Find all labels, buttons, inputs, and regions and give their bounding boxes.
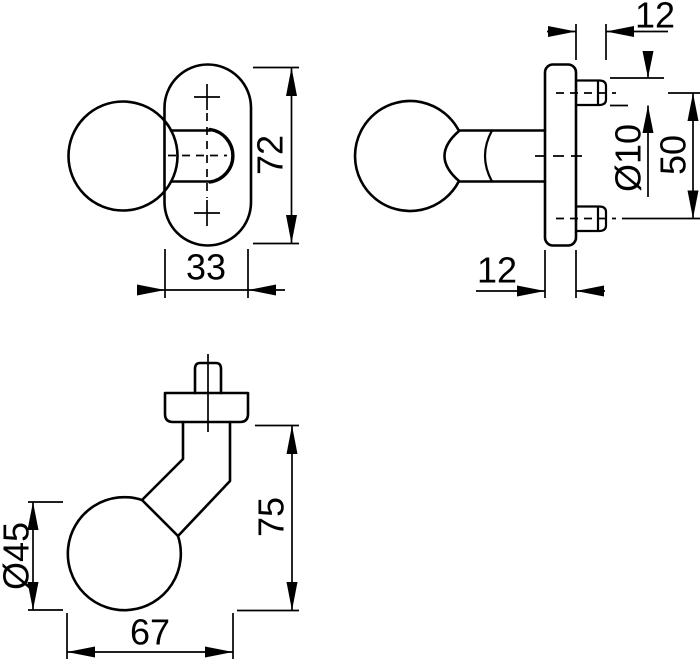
arrowhead-left bbox=[248, 284, 276, 296]
dimension-stud-centers-50: 50 bbox=[622, 92, 700, 220]
dim-label-50: 50 bbox=[653, 135, 694, 175]
angled-knob-view: Ø45 75 67 bbox=[0, 354, 299, 659]
dimension-height-75: 75 bbox=[237, 424, 299, 612]
arrowhead-down bbox=[286, 582, 298, 611]
arrowhead-down bbox=[27, 582, 39, 610]
screw-hole-bottom-cross bbox=[194, 200, 220, 226]
dimension-height-72: 72 bbox=[250, 66, 299, 245]
dimension-stud-projection-12: 12 bbox=[547, 0, 675, 60]
arrowhead-right bbox=[548, 26, 576, 37]
arrowhead-right bbox=[517, 285, 545, 297]
arrowhead-down bbox=[286, 215, 297, 244]
screw-hole-top-cross bbox=[194, 84, 220, 110]
dimension-plate-thickness-12: 12 bbox=[476, 250, 605, 298]
dim-label-67: 67 bbox=[130, 612, 170, 653]
dim-label-33: 33 bbox=[186, 247, 226, 288]
arrowhead-up bbox=[286, 425, 298, 454]
arrowhead-left bbox=[606, 26, 634, 37]
dim-label-12-bottom: 12 bbox=[477, 250, 517, 291]
arrowhead-up bbox=[286, 67, 297, 96]
collar bbox=[163, 391, 250, 424]
knob-ball-front bbox=[67, 100, 179, 212]
neck-arc bbox=[208, 127, 235, 184]
dimension-width-33: 33 bbox=[137, 247, 285, 298]
arrowhead-up bbox=[642, 105, 654, 133]
dim-label-12-top: 12 bbox=[635, 0, 675, 36]
arrowhead-right bbox=[205, 646, 233, 658]
arrowhead-down bbox=[642, 51, 654, 78]
front-view: 72 33 bbox=[67, 63, 299, 298]
dim-label-diameter-10: Ø10 bbox=[608, 124, 649, 192]
arrowhead-left bbox=[576, 285, 604, 297]
dimension-width-67: 67 bbox=[66, 612, 234, 659]
dimension-stud-diameter-10: Ø10 bbox=[608, 51, 664, 197]
dimension-knob-diameter-45: Ø45 bbox=[0, 501, 63, 611]
arrowhead-down bbox=[687, 190, 699, 219]
shaft-section-arc bbox=[483, 129, 494, 183]
neck-right-edge bbox=[176, 420, 232, 538]
dim-label-diameter-45: Ø45 bbox=[0, 522, 37, 590]
arrowhead-left bbox=[67, 646, 95, 658]
neck-ball-joint-line bbox=[140, 498, 180, 538]
neck-left-edge bbox=[140, 420, 185, 502]
backplate-side bbox=[543, 63, 578, 247]
dim-label-75: 75 bbox=[251, 497, 292, 537]
arrowhead-up bbox=[687, 93, 699, 121]
arrowhead-up bbox=[27, 502, 39, 530]
dim-label-72: 72 bbox=[250, 135, 291, 175]
knob-ball-side bbox=[353, 99, 461, 213]
arrowhead-right bbox=[137, 284, 165, 296]
side-view: 12 Ø10 50 bbox=[353, 0, 700, 298]
knob-ball-angled bbox=[66, 495, 183, 612]
oval-backplate bbox=[163, 63, 253, 247]
